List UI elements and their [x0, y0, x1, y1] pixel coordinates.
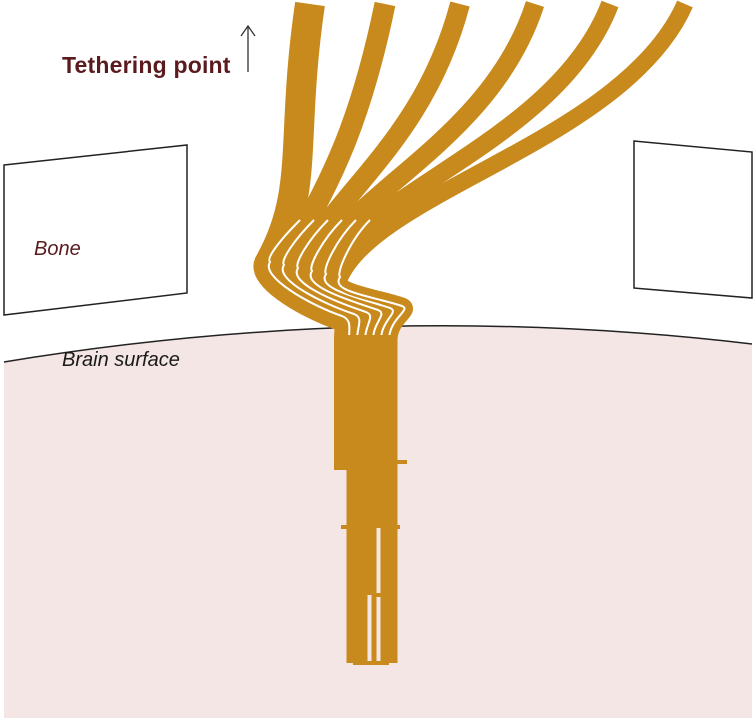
- probe-ribbons: [254, 0, 693, 663]
- electrode-crossbar: [381, 525, 400, 529]
- electrode-crossbar: [389, 460, 407, 464]
- electrode-crossbar: [347, 593, 366, 597]
- tethering-point-label: Tethering point: [62, 52, 231, 78]
- probe-trace-gap: [295, 219, 372, 341]
- electrode-crossbar: [353, 661, 389, 665]
- electrode-crossbar: [341, 525, 359, 529]
- probe-trace-gap: [281, 219, 361, 341]
- bone-label: Bone: [34, 238, 81, 260]
- shank-electrodes: [334, 460, 407, 665]
- electrode-crossbar: [374, 593, 392, 597]
- electrode-crossbar: [334, 460, 352, 464]
- probe-trace-gap: [267, 219, 351, 341]
- up-arrow-icon: [240, 24, 256, 72]
- probe-trace-gap: [309, 219, 383, 341]
- brain-surface-label: Brain surface: [62, 349, 180, 371]
- bone-block-left: [3, 144, 188, 316]
- bone-block-right: [633, 140, 753, 299]
- probe-trace-gap: [323, 219, 394, 341]
- probe-trace-gap: [337, 219, 406, 341]
